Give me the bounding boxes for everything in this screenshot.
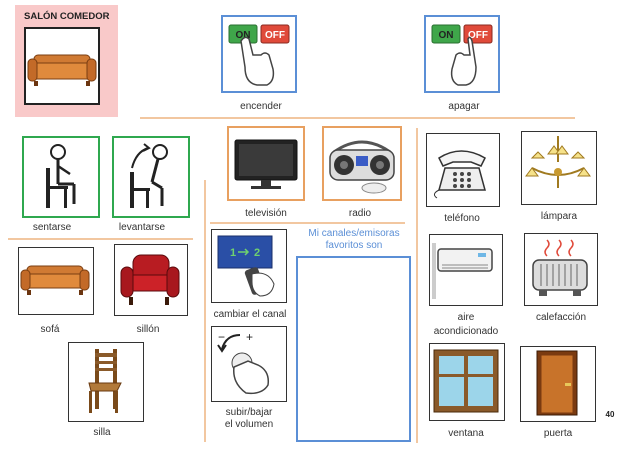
svg-text:−: − bbox=[218, 330, 225, 344]
chair-icon bbox=[88, 349, 122, 413]
lamp-card[interactable] bbox=[521, 131, 597, 205]
change-channel-label: cambiar el canal bbox=[213, 309, 287, 320]
volume-label-2: el volumen bbox=[224, 419, 274, 430]
person-sitting-icon bbox=[46, 144, 76, 208]
favorites-line1: Mi canales/emisoras bbox=[308, 228, 400, 239]
tv-icon bbox=[234, 139, 298, 189]
change-channel-card[interactable]: 1 2 bbox=[211, 229, 287, 303]
armchair-card[interactable] bbox=[114, 244, 188, 316]
page-number: 40 bbox=[605, 410, 615, 419]
heater-icon bbox=[532, 239, 588, 296]
divider-middle bbox=[210, 222, 405, 224]
telephone-icon bbox=[433, 150, 486, 199]
switch-off-btn-off: OFF bbox=[468, 30, 488, 41]
switch-on-btn-off: OFF bbox=[265, 30, 285, 41]
chair-card[interactable] bbox=[68, 342, 144, 422]
volume-label-1: subir/bajar bbox=[225, 407, 273, 418]
window-icon bbox=[433, 349, 499, 413]
door-icon bbox=[536, 350, 578, 416]
heater-card[interactable] bbox=[524, 233, 598, 306]
switch-off-btn-on: ON bbox=[439, 30, 454, 41]
sit-card[interactable] bbox=[22, 136, 100, 218]
ac-label-2: acondicionado bbox=[433, 326, 499, 337]
person-standing-up-icon bbox=[130, 143, 168, 208]
window-card[interactable] bbox=[429, 343, 505, 421]
page-title: SALÓN COMEDOR bbox=[24, 11, 110, 22]
radio-label: radio bbox=[348, 208, 372, 219]
air-conditioner-icon bbox=[432, 243, 493, 299]
phone-label: teléfono bbox=[444, 213, 480, 224]
divider-top bbox=[140, 117, 575, 119]
switch-on-card[interactable]: ON OFF bbox=[221, 15, 297, 93]
door-card[interactable] bbox=[520, 346, 596, 422]
door-label: puerta bbox=[543, 428, 573, 439]
ac-card[interactable] bbox=[429, 234, 503, 306]
channel-num-1: 1 bbox=[230, 247, 236, 259]
window-label: ventana bbox=[448, 428, 484, 439]
stand-card[interactable] bbox=[112, 136, 190, 218]
divider-vert-left bbox=[204, 180, 206, 442]
phone-card[interactable] bbox=[426, 133, 500, 207]
favorites-box[interactable] bbox=[296, 256, 411, 442]
tv-card[interactable] bbox=[227, 126, 305, 201]
chandelier-icon bbox=[525, 136, 591, 188]
heater-label: calefacción bbox=[535, 312, 587, 323]
armchair-icon bbox=[120, 254, 180, 305]
divider-vert-right bbox=[416, 128, 418, 443]
radio-icon bbox=[329, 140, 395, 194]
radio-card[interactable] bbox=[322, 126, 402, 201]
switch-on-label: encender bbox=[240, 101, 282, 112]
sofa-label: sofá bbox=[40, 324, 60, 335]
volume-knob-icon: − + bbox=[217, 330, 270, 395]
tv-label: televisión bbox=[245, 208, 287, 219]
switch-off-card[interactable]: ON OFF bbox=[424, 15, 500, 93]
switch-off-label: apagar bbox=[448, 101, 480, 112]
chair-label: silla bbox=[93, 427, 111, 438]
favorites-line2: favoritos son bbox=[325, 240, 383, 251]
sofa-icon bbox=[20, 265, 90, 295]
stand-label: levantarse bbox=[118, 222, 166, 233]
svg-text:+: + bbox=[246, 330, 253, 344]
ac-label-1: aire bbox=[457, 312, 475, 323]
sofa-header-card bbox=[24, 27, 100, 105]
remote-control-icon: 1 2 bbox=[217, 235, 275, 297]
armchair-label: sillón bbox=[136, 324, 160, 335]
divider-left bbox=[8, 238, 193, 240]
sofa-card[interactable] bbox=[18, 247, 94, 315]
volume-card[interactable]: − + bbox=[211, 326, 287, 402]
switch-on-icon: ON OFF bbox=[228, 24, 290, 86]
channel-num-2: 2 bbox=[254, 247, 260, 259]
sofa-icon bbox=[27, 54, 97, 86]
lamp-label: lámpara bbox=[540, 211, 578, 222]
switch-on-btn-on: ON bbox=[236, 30, 251, 41]
switch-off-icon: ON OFF bbox=[431, 24, 493, 86]
sit-label: sentarse bbox=[32, 222, 72, 233]
